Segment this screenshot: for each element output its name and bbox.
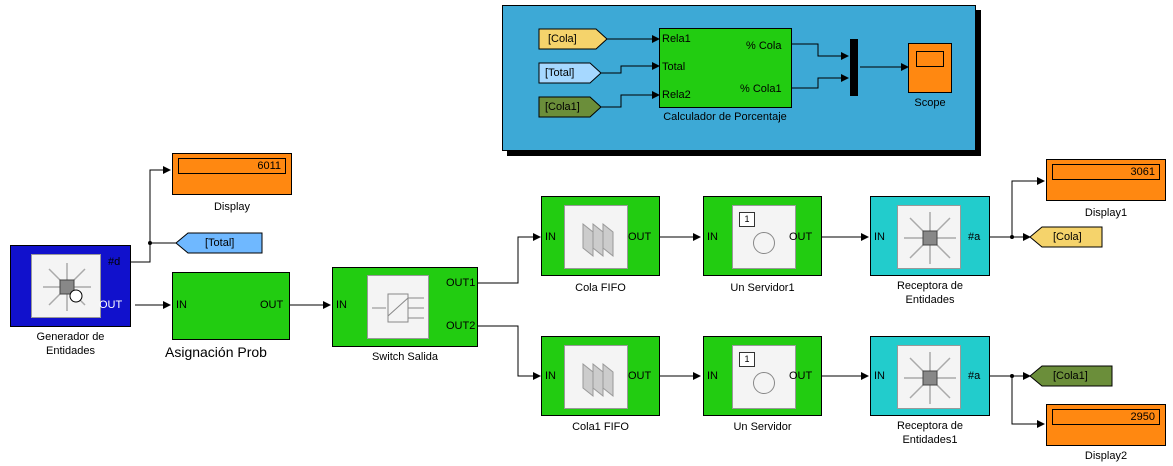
recep1-port-out: #a [968, 370, 981, 382]
asig-port-out: OUT [260, 299, 284, 311]
servidor1-block[interactable]: 1 [703, 196, 822, 276]
recep-port-in: IN [874, 231, 885, 243]
switch-port-out1: OUT1 [446, 277, 476, 289]
recep-port-out: #a [968, 231, 981, 243]
cola1-fifo-block[interactable] [541, 336, 660, 416]
display1-block[interactable]: 3061 [1046, 159, 1166, 201]
queue-icon [564, 345, 628, 409]
recep1-port-in: IN [874, 370, 885, 382]
serv1-port-out: OUT [789, 231, 813, 243]
receptora-label-2: Entidades [905, 294, 955, 306]
servidor1-label: Un Servidor1 [730, 282, 795, 294]
asig-port-in: IN [176, 299, 187, 311]
servidor-label: Un Servidor [733, 421, 792, 433]
display2-label: Display2 [1084, 450, 1128, 462]
cola1fifo-port-out: OUT [628, 370, 652, 382]
switch-icon [367, 275, 429, 339]
calc-port-rela1: Rela1 [662, 33, 691, 45]
sink-icon [897, 205, 961, 269]
cola-tag: [Cola] [1053, 231, 1082, 243]
switch-label: Switch Salida [371, 351, 439, 363]
cola1fifo-port-in: IN [545, 370, 556, 382]
mux-bar [850, 39, 858, 96]
asignacion-block[interactable] [172, 272, 290, 340]
generator-label-2: Entidades [46, 345, 95, 357]
receptora1-block[interactable] [870, 336, 990, 416]
server-icon: 1 [732, 205, 796, 269]
receptora1-label-1: Receptora de [896, 420, 964, 432]
display1-value: 3061 [1052, 164, 1160, 180]
generador-block[interactable] [10, 245, 131, 327]
cola1-tag: [Cola1] [1053, 370, 1088, 382]
serv-port-in: IN [707, 370, 718, 382]
calc-port-total: Total [662, 61, 686, 73]
generator-icon [31, 254, 101, 318]
gen-port-id: #d [108, 256, 121, 268]
asignacion-label: Asignación Prob [165, 344, 267, 360]
cola1-fifo-label: Cola1 FIFO [572, 421, 629, 433]
display2-value: 2950 [1052, 409, 1160, 425]
server-badge: 1 [739, 212, 755, 227]
calc-port-pct-cola1: % Cola1 [740, 83, 782, 95]
switch-port-out2: OUT2 [446, 320, 476, 332]
server-circle-icon [753, 372, 775, 394]
cola-fifo-block[interactable] [541, 196, 660, 276]
server-badge: 1 [739, 352, 755, 367]
display-block[interactable]: 6011 [172, 153, 292, 195]
tag-total-sub: [Total] [545, 67, 575, 79]
display-label: Display [213, 201, 251, 213]
total-tag: [Total] [205, 237, 235, 249]
switch-block[interactable] [332, 267, 478, 347]
serv-port-out: OUT [789, 370, 813, 382]
calc-port-rela2: Rela2 [662, 89, 691, 101]
scope-label: Scope [914, 97, 946, 109]
cola-fifo-label: Cola FIFO [575, 282, 626, 294]
display2-block[interactable]: 2950 [1046, 404, 1166, 446]
colafifo-port-out: OUT [628, 231, 652, 243]
sink-icon [897, 345, 961, 409]
switch-port-in: IN [336, 299, 347, 311]
serv1-port-in: IN [707, 231, 718, 243]
colafifo-port-in: IN [545, 231, 556, 243]
receptora1-label-2: Entidades1 [902, 434, 958, 446]
receptora-label-1: Receptora de [896, 280, 964, 292]
calc-port-pct-cola: % Cola [746, 40, 782, 52]
server-icon: 1 [732, 345, 796, 409]
gen-port-out: OUT [99, 299, 123, 311]
calculador-label: Calculador de Porcentaje [663, 111, 787, 123]
calculador-block[interactable] [659, 28, 792, 108]
receptora-block[interactable] [870, 196, 990, 276]
tag-cola-sub: [Cola] [548, 33, 577, 45]
display-value: 6011 [178, 158, 286, 174]
server-circle-icon [753, 232, 775, 254]
servidor-block[interactable]: 1 [703, 336, 822, 416]
generator-label-1: Generador de [36, 331, 105, 343]
scope-block[interactable] [908, 43, 952, 93]
tag-cola1-sub: [Cola1] [545, 101, 580, 113]
queue-icon [564, 205, 628, 269]
display1-label: Display1 [1084, 207, 1128, 219]
scope-screen-icon [916, 51, 944, 67]
